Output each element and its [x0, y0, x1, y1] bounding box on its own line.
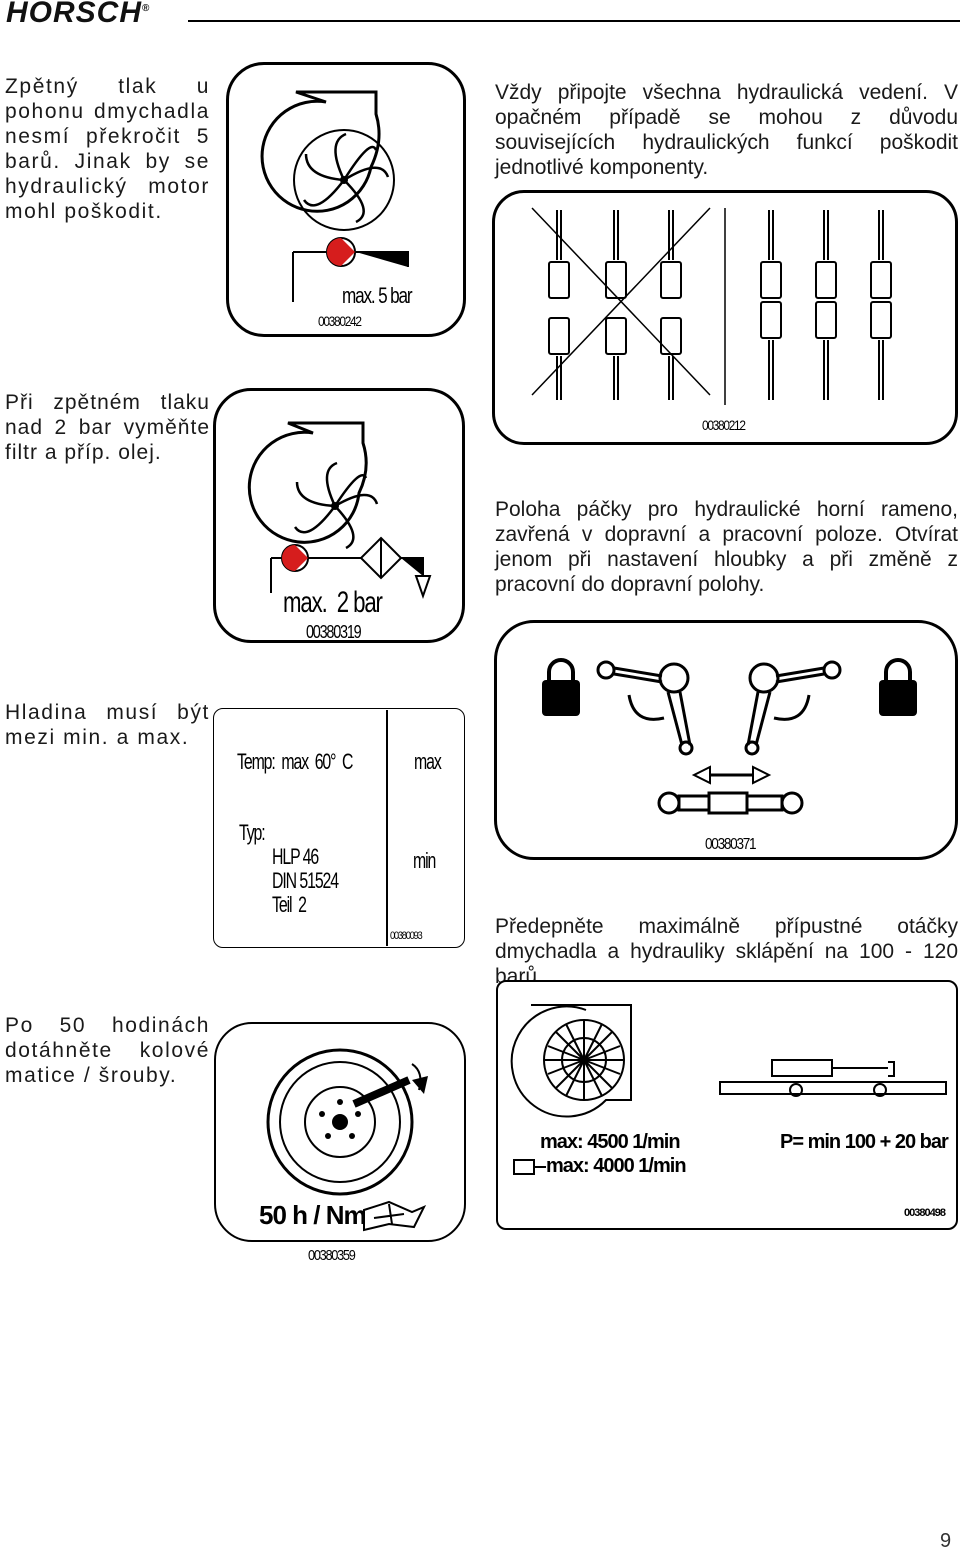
- lever-code: 00380371: [705, 836, 757, 853]
- filter-sticker: [213, 388, 465, 643]
- header-rule: [188, 20, 960, 22]
- oil-level-code: 00380093: [390, 930, 423, 942]
- speed-code: 00380498: [904, 1207, 946, 1219]
- oil-min-label: min: [413, 848, 436, 873]
- brand-logo: HORSCH®: [6, 0, 150, 30]
- filter-label: max. 2 bar: [283, 586, 383, 619]
- brand-name: HORSCH: [6, 0, 143, 29]
- back-pressure-sticker: [226, 62, 466, 337]
- registered-mark: ®: [142, 3, 151, 14]
- wheel-nuts-code: 00380359: [308, 1247, 356, 1264]
- page-number: 9: [940, 1530, 952, 1552]
- padlock-right-icon: [879, 658, 917, 716]
- speed-text: Předepněte maximálně přípustné otáčky dm…: [495, 915, 958, 988]
- max-speed-1: max: 4500 1/min: [540, 1131, 681, 1153]
- oil-type-line-1: HLP 46: [272, 844, 319, 869]
- lever-icon: [542, 658, 917, 815]
- oil-type-line-3: Teil 2: [272, 892, 307, 917]
- padlock-left-icon: [542, 658, 580, 716]
- filter-code: 00380319: [306, 622, 362, 642]
- blower-hydraulic-icon: [510, 1004, 947, 1175]
- blower-filter-icon: [247, 421, 432, 600]
- coupling-group: [548, 210, 892, 400]
- back-pressure-label: max. 5 bar: [342, 283, 413, 308]
- oil-temp-label: Temp: max 60° C: [237, 749, 354, 774]
- hydraulic-lines-text: Vždy připojte všechna hydraulická vedení…: [495, 81, 958, 179]
- wheel-nuts-label: 50 h / Nm: [259, 1200, 367, 1230]
- lever-text: Poloha páčky pro hydraulické horní ramen…: [495, 498, 958, 596]
- oil-level-sticker: [213, 708, 465, 948]
- oil-level-divider: [386, 710, 388, 946]
- hydraulic-couplings-icon: [531, 207, 892, 405]
- oil-type-label: Typ:: [239, 820, 266, 845]
- wheel-nuts-sticker: [214, 1022, 466, 1242]
- filter-text: Při zpětném tlaku nad 2 bar vyměňte filt…: [5, 391, 210, 464]
- manual-book-icon: [363, 1200, 427, 1232]
- top-link-icon: [657, 791, 804, 815]
- oil-type-line-2: DIN 51524: [272, 868, 339, 893]
- lever-sticker: [494, 620, 958, 860]
- wheel-nuts-text: Po 50 hodinách dotáhněte kolové matice /…: [5, 1014, 210, 1087]
- back-pressure-text: Zpětný tlak u pohonu dmychadla nesmí pře…: [5, 75, 210, 223]
- max-speed-2: max: 4000 1/min: [546, 1155, 687, 1177]
- oil-max-label: max: [414, 749, 442, 774]
- hydraulic-cylinder-icon: [719, 1059, 947, 1097]
- blower-pressure-icon: [260, 90, 409, 302]
- blower-fan-icon: [510, 1004, 632, 1118]
- wheel-torque-icon: [266, 1048, 428, 1232]
- hydraulic-lines-code: 00380212: [702, 417, 746, 433]
- back-pressure-code: 00380242: [318, 313, 362, 329]
- hydraulic-pressure-label: P= min 100 + 20 bar: [780, 1131, 949, 1153]
- oil-level-text: Hladina musí být mezi min. a max.: [5, 701, 210, 749]
